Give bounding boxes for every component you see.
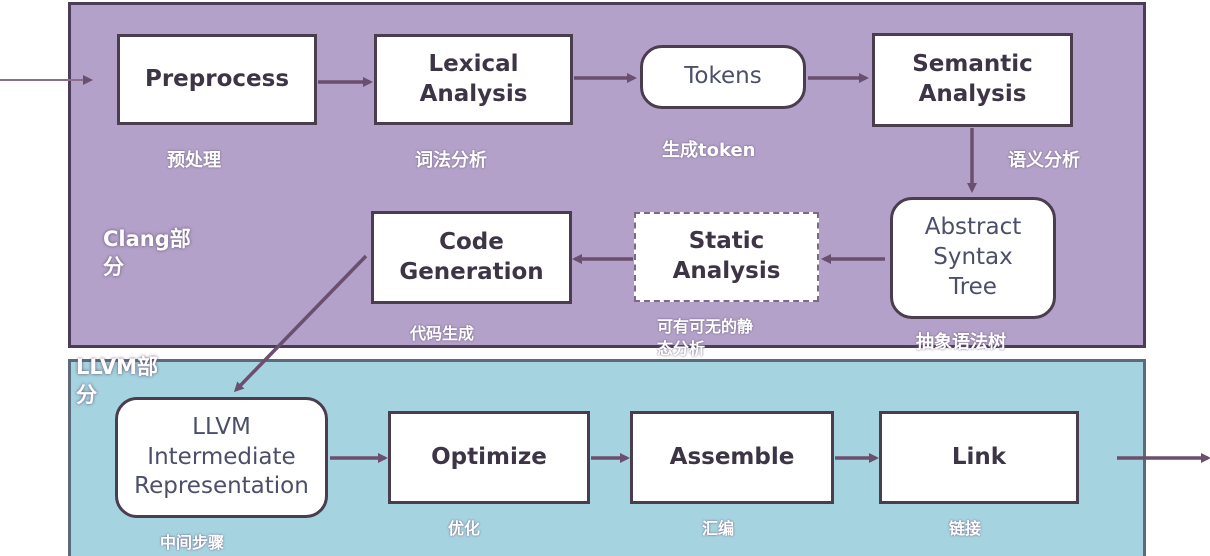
tokens-caption: 生成token [662, 140, 756, 161]
static-analysis-box: Static Analysis [634, 212, 819, 302]
codegen-label-line1: Code [439, 228, 504, 255]
semantic-analysis-box: Semantic Analysis [872, 33, 1073, 127]
llvm-section-label: LLVM部 分 [76, 353, 158, 410]
codegen-caption: 代码生成 [410, 324, 475, 343]
preprocess-label: Preprocess [144, 65, 290, 92]
static-caption-line1: 可有可无的静 [657, 317, 754, 336]
ast-caption: 抽象语法树 [916, 332, 1006, 353]
tokens-label: Tokens [684, 63, 762, 90]
ast-label-line3: Tree [949, 273, 997, 300]
semantic-caption: 语义分析 [1008, 150, 1080, 171]
static-label-line1: Static [688, 228, 765, 255]
preprocess-caption: 预处理 [167, 150, 221, 171]
optimize-caption: 优化 [448, 519, 481, 538]
ir-label-line3: Representation [134, 473, 309, 500]
assemble-caption: 汇编 [702, 519, 735, 538]
clang-label-line1: Clang部 [103, 227, 191, 251]
code-generation-box: Code Generation [371, 211, 572, 304]
lexical-caption: 词法分析 [415, 150, 487, 171]
arrow-codegen-ir [233, 254, 368, 393]
link-box: Link [879, 411, 1079, 504]
static-label-line2: Analysis [672, 258, 781, 284]
ir-caption: 中间步骤 [160, 533, 225, 552]
lexical-label-line2: Analysis [419, 80, 528, 107]
semantic-label-line1: Semantic [912, 51, 1033, 78]
llvm-label-line2: 分 [76, 383, 97, 408]
static-caption-line2: 态分析 [657, 338, 706, 358]
assemble-label: Assemble [669, 443, 795, 470]
llvm-label-line1: LLVM部 [76, 355, 159, 379]
link-label: Link [951, 443, 1007, 470]
lexical-analysis-box: Lexical Analysis [374, 34, 573, 125]
ast-label-line1: Abstract [924, 214, 1022, 241]
semantic-label-line2: Analysis [918, 81, 1027, 107]
ir-label-line1: LLVM [192, 413, 251, 440]
ir-label-line2: Intermediate [147, 443, 296, 470]
ast-label-line2: Syntax [933, 244, 1013, 271]
link-caption: 链接 [949, 519, 982, 538]
optimize-label: Optimize [431, 443, 547, 470]
codegen-label-line2: Generation [399, 258, 544, 285]
assemble-box: Assemble [630, 411, 834, 504]
static-caption: 可有可无的静 态分析 [657, 316, 753, 359]
llvm-ir-box: LLVM Intermediate Representation [115, 397, 328, 518]
ast-box: Abstract Syntax Tree [890, 197, 1056, 319]
tokens-box: Tokens [640, 45, 806, 109]
clang-label-line2: 分 [103, 255, 124, 280]
preprocess-box: Preprocess [117, 34, 317, 125]
clang-section-label: Clang部 分 [103, 225, 191, 282]
lexical-label-line1: Lexical [428, 50, 519, 77]
optimize-box: Optimize [388, 411, 590, 504]
